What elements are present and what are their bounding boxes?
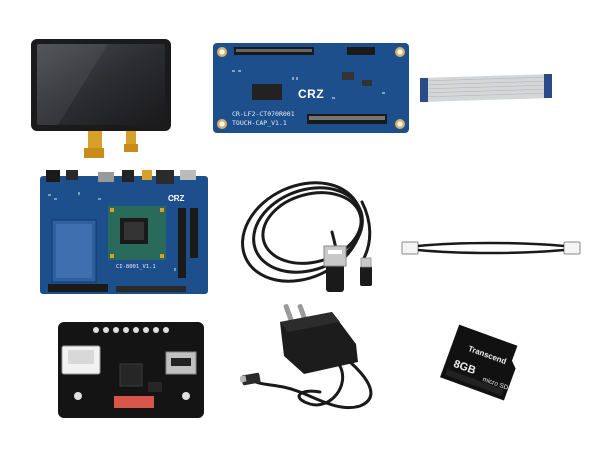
- touch-display: [28, 36, 174, 162]
- adapter-label-line2: TOUCH-CAP_V1.1: [232, 119, 287, 127]
- fpc-ribbon-cable: [418, 72, 554, 106]
- power-adapter: [239, 300, 392, 422]
- adapter-brand-logo: CRZ: [298, 87, 325, 101]
- main-board: CRZ CI-8001_V1.1: [38, 168, 210, 296]
- wire-harness: [400, 236, 582, 260]
- main-board-brand-logo: CRZ: [168, 194, 185, 203]
- usb-cable: [232, 172, 392, 296]
- debug-board: [56, 318, 206, 422]
- main-board-model-label: CI-8001_V1.1: [116, 264, 156, 270]
- micro-sd-card: Transcend 8GB micro SD: [434, 322, 538, 402]
- adapter-label-line1: CR-LF2-CT070R001: [232, 110, 295, 118]
- adapter-board: CRZ CR-LF2-CT070R001 TOUCH-CAP_V1.1: [212, 42, 410, 134]
- usb-a-plug: [323, 245, 347, 292]
- mini-usb-plug: [360, 257, 372, 286]
